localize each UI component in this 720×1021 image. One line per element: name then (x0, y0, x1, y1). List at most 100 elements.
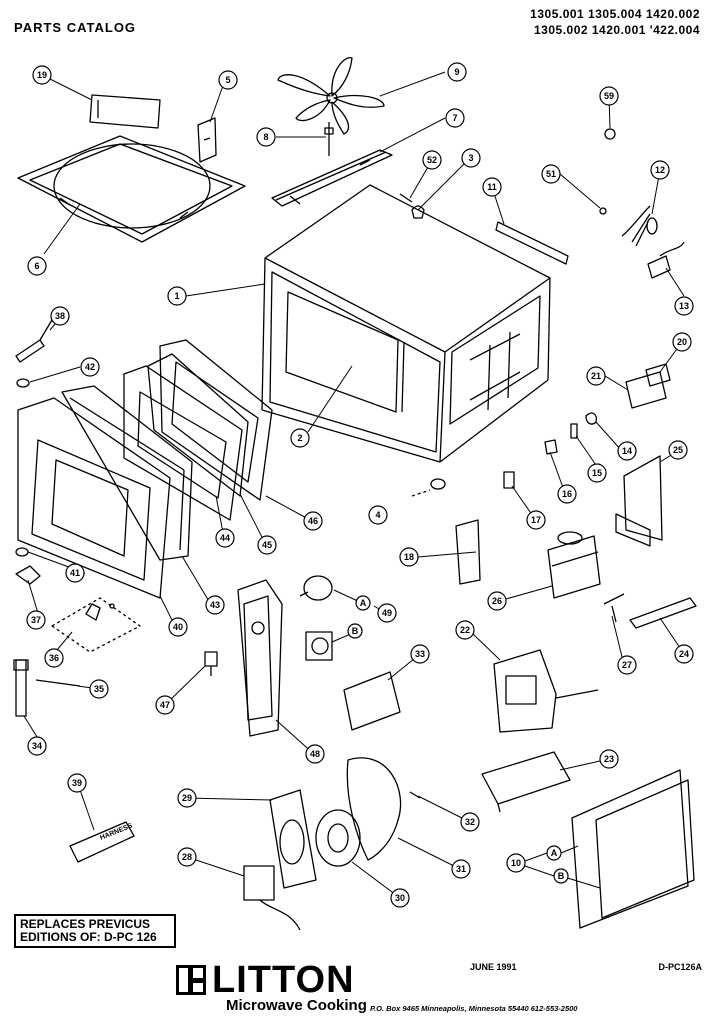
part-30-fan-wheel (315, 809, 361, 867)
callout-label: 51 (546, 169, 556, 179)
callout-label: 9 (454, 67, 459, 77)
part-38-bracket (15, 319, 53, 363)
part-9-fan-blade (277, 57, 385, 135)
part-49-timer-a (299, 575, 333, 601)
callout-label: 24 (679, 649, 689, 659)
part-46-door-seal (159, 339, 273, 501)
callout-label: 59 (604, 91, 614, 101)
callout-label: 31 (456, 864, 466, 874)
callout-label: 26 (492, 596, 502, 606)
callout-label: 30 (395, 893, 405, 903)
part-24-bracket (629, 597, 697, 629)
callout-label: 12 (655, 165, 665, 175)
exploded-parts-diagram: 1959598752311511261133842202121415251641… (13, 57, 697, 931)
part-32-screw (409, 791, 421, 799)
part-10-callout-ring: 10 (506, 852, 555, 877)
logo-subtitle: Microwave Cooking (226, 997, 367, 1014)
callout-label: 28 (182, 852, 192, 862)
part-28-fan-motor (243, 865, 301, 931)
part-27-diode (603, 593, 625, 623)
callout-label: 4 (375, 510, 380, 520)
part-10-side-panel-a (571, 769, 689, 929)
callout-label: B (558, 871, 565, 881)
part-10-side-panel-b (595, 779, 695, 919)
catalog-title: PARTS CATALOG (14, 20, 137, 35)
part-37-latch-hook (15, 565, 41, 585)
part-5-bracket (197, 117, 217, 163)
litton-mark-icon (176, 965, 206, 995)
callout-label: 6 (34, 261, 39, 271)
part-49-timer-b (305, 631, 333, 661)
callout-label: 39 (72, 778, 82, 788)
callout-label: 5 (225, 75, 230, 85)
part-21-thermostat (625, 371, 667, 409)
part-41-washer (15, 547, 29, 557)
part-29-fan-housing (269, 789, 317, 889)
part-59-nut (604, 128, 616, 140)
part-6-top-plate (17, 135, 246, 243)
part-4-grommet (411, 478, 446, 497)
part-48-control-panel (237, 579, 283, 737)
callout-label: 2 (297, 433, 302, 443)
callout-label: 46 (308, 516, 318, 526)
callout-label: B (352, 626, 359, 636)
callout-label: 38 (55, 311, 65, 321)
callout-label: 11 (487, 182, 497, 192)
part-11-strip (495, 221, 569, 265)
callout-label: A (551, 848, 558, 858)
part-33-cover (343, 671, 401, 731)
callout-label: 23 (604, 754, 614, 764)
part-1-cabinet (261, 184, 551, 463)
callout-label: 37 (31, 615, 41, 625)
callout-label: 22 (460, 625, 470, 635)
replaces-line-2: EDITIONS OF: D-PC 126 (20, 930, 157, 944)
callout-label: 45 (262, 540, 272, 550)
callout-label: 7 (452, 113, 457, 123)
callout-label: 3 (468, 153, 473, 163)
callout-label: 34 (32, 741, 42, 751)
part-52-screw (399, 193, 413, 203)
part-22-transformer (493, 649, 599, 733)
part-34-latch-lever (13, 659, 29, 717)
callout-label: A (360, 598, 367, 608)
callout-label: 1 (174, 291, 179, 301)
part-36-latch-assembly (51, 597, 141, 653)
callout-label: 19 (37, 70, 47, 80)
callout-label: 29 (182, 793, 192, 803)
part-13-switch (647, 241, 685, 279)
part-31-blower-duct (346, 757, 402, 861)
callout-label: 17 (531, 515, 541, 525)
part-20-lamp (645, 363, 671, 387)
callout-label: 13 (679, 301, 689, 311)
replaces-note: REPLACES PREVICUS EDITIONS OF: D-PC 126 (14, 914, 176, 948)
part-15-pin (570, 423, 578, 439)
callout-label: 35 (94, 684, 104, 694)
callout-label: 41 (70, 568, 80, 578)
part-51-screw (599, 207, 607, 215)
part-42-washer (16, 378, 30, 388)
part-47-knob (204, 651, 218, 676)
callout-label: 44 (220, 533, 230, 543)
part-39-harness (69, 821, 135, 863)
part-7-support-rail (271, 149, 393, 207)
footer-address: P.O. Box 9465 Minneapolis, Minnesota 554… (370, 1004, 578, 1013)
callout-label: 27 (622, 660, 632, 670)
part-12-fuse-assembly (621, 205, 658, 247)
footer-code: D-PC126A (658, 962, 702, 972)
callout-label: 52 (427, 155, 437, 165)
part-35-spring (35, 679, 81, 687)
part-8-shaft (324, 122, 334, 156)
part-25-shroud (615, 455, 663, 547)
callout-label: 48 (310, 749, 320, 759)
callout-label: 42 (85, 362, 95, 372)
part-40-door-frame (17, 397, 171, 599)
part-44-door-screen (123, 365, 243, 521)
part-10-callout-label: 10 (511, 858, 521, 868)
callout-label: 49 (382, 608, 392, 618)
callout-label: 18 (404, 552, 414, 562)
part-17-stop (503, 471, 515, 489)
model-numbers: 1305.001 1305.004 1420.002 1305.002 1420… (530, 6, 700, 38)
callout-label: 8 (263, 132, 268, 142)
part-18-interlock-switch (455, 519, 481, 585)
part-23-capacitor (481, 751, 571, 813)
